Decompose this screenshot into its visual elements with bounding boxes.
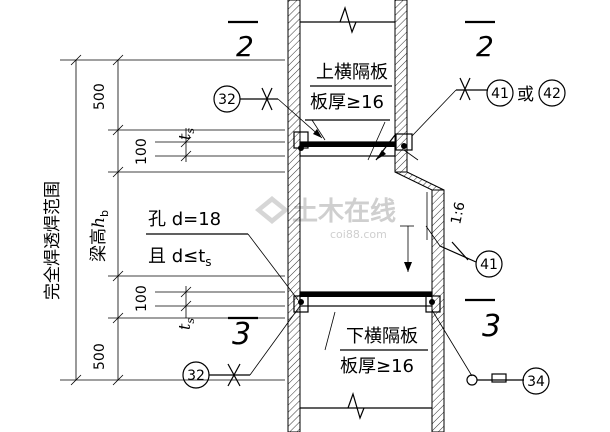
section-3-right: 3 [482, 309, 501, 344]
section-mark-top-right: 2 [465, 20, 495, 63]
callout-41-top-text: 41 [491, 86, 509, 102]
callout-34-text: 34 [527, 374, 545, 390]
callout-41-mid-text: 41 [480, 257, 498, 273]
column-right-wall-sloped [394, 171, 445, 191]
upper-plate-line1: 上横隔板 [316, 62, 388, 83]
watermark-logo-icon [255, 196, 289, 224]
watermark-text: 土木在线 [292, 197, 396, 227]
section-mark-bottom-right: 3 [465, 298, 501, 344]
column-left-wall [287, 0, 301, 432]
section-2-right: 2 [476, 30, 494, 63]
ts-label-top: ts [175, 128, 197, 140]
dim-top-100: 100 [134, 138, 150, 165]
callout-41-top: 41 或 42 [411, 77, 566, 137]
weld-leader-upper [375, 134, 419, 161]
weld-leader-sloped [400, 225, 414, 272]
section-3-left: 3 [232, 317, 251, 352]
watermark: 土木在线 coi88.com [255, 196, 396, 241]
dim-top-500: 500 [92, 83, 108, 110]
callout-32-bottom-text: 32 [187, 368, 205, 384]
callout-32-top-text: 32 [218, 92, 236, 108]
dimension-chain-left [60, 54, 285, 386]
upper-plate-line2: 板厚≥16 [310, 92, 384, 113]
slope-indicator: 1:6 [426, 192, 469, 240]
callout-32-bottom: 32 [182, 305, 301, 389]
section-2-left: 2 [236, 30, 254, 63]
dim-bot-500: 500 [92, 343, 108, 370]
slope-label: 1:6 [448, 200, 468, 225]
dim-bot-100: 100 [134, 285, 150, 312]
ts-label-bottom: ts [175, 318, 197, 330]
hole-note-line2: 且 d≤ts [148, 246, 212, 269]
callout-41-mid: 41 [425, 225, 503, 278]
hole-note: 孔 d=18 且 d≤ts [146, 209, 299, 301]
hole-detail-upper-left [293, 131, 309, 151]
section-mark-bottom-left: 3 [228, 316, 258, 352]
lower-plate-line1: 下横隔板 [346, 326, 418, 347]
lower-plate-line2: 板厚≥16 [340, 356, 414, 377]
or-label: 或 [517, 85, 534, 105]
hole-note-line1: 孔 d=18 [148, 209, 221, 230]
callout-34: 34 [431, 309, 550, 395]
watermark-subtext: coi88.com [330, 228, 387, 241]
beam-height-label: 梁高hb [89, 210, 111, 262]
callout-42-text: 42 [543, 86, 561, 102]
full-penetration-label: 完全焊透焊范围 [43, 181, 63, 300]
break-mark-top [300, 6, 395, 34]
hole-detail-lower-left [293, 295, 309, 313]
section-mark-top-left: 2 [228, 20, 258, 63]
lower-plate-note: 下横隔板 板厚≥16 [324, 311, 428, 377]
break-mark-bottom [300, 392, 432, 420]
column-right-wall-lower [431, 189, 445, 432]
callout-32-top: 32 [213, 85, 323, 139]
upper-plate-note: 上横隔板 板厚≥16 [305, 62, 392, 161]
lower-diaphragm-plate [299, 291, 433, 307]
